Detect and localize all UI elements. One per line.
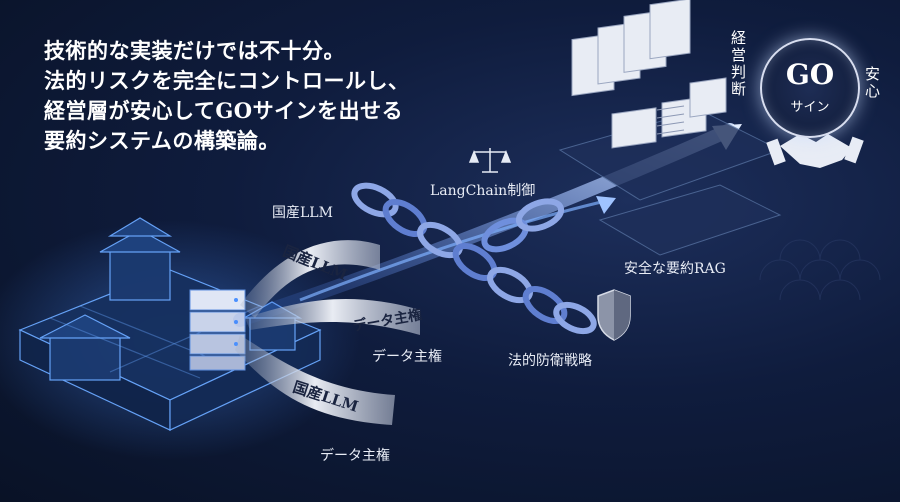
headline-line-1: 技術的な実装だけでは不十分。: [44, 38, 345, 63]
go-sign-badge: GO サイン: [760, 38, 860, 138]
label-kokusan-llm: 国産LLM: [272, 205, 333, 221]
label-langchain: LangChain制御: [430, 183, 536, 199]
badge-sign-text: サイン: [790, 100, 830, 115]
document-stack-icon: [571, 0, 727, 149]
label-safe-rag: 安全な要約RAG: [624, 261, 726, 277]
ribbon-banners: [235, 240, 420, 425]
wave-pattern: [759, 239, 881, 301]
headline-line-2: 法的リスクを完全にコントロールし、: [44, 68, 410, 93]
label-legal-defense: 法的防衛戦略: [508, 353, 592, 369]
handshake-icon: [766, 134, 864, 168]
badge-go-text: GO: [785, 58, 835, 91]
label-data-sovereignty-1: データ主権: [372, 349, 442, 365]
server-icon: [189, 289, 246, 371]
headline-line-3: 経営層が安心してGOサインを出せる: [44, 98, 404, 123]
headline-line-4: 要約システムの構築論。: [44, 128, 280, 153]
shield-icon: [597, 289, 631, 341]
scale-icon: [468, 148, 512, 173]
label-data-sovereignty-2: データ主権: [320, 448, 390, 464]
headline: 技術的な実装だけでは不十分。 法的リスクを完全にコントロールし、 経営層が安心し…: [44, 36, 464, 156]
label-keiei-handan: 経営判断: [729, 30, 747, 98]
chain-illustration: [351, 182, 597, 335]
label-anshin: 安心: [863, 66, 881, 100]
